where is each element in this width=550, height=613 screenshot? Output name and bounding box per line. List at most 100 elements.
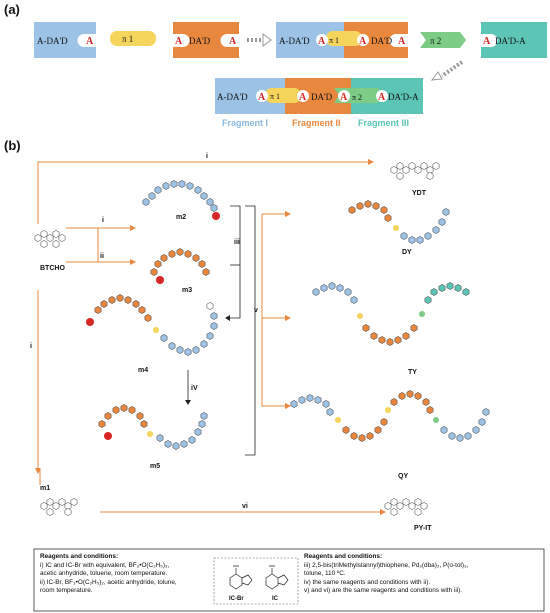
m4-blue xyxy=(176,346,184,354)
reaction-arrows xyxy=(37,161,380,513)
m4-orange xyxy=(100,300,108,308)
pyit-core xyxy=(396,502,404,510)
step-iii: iii xyxy=(234,239,240,246)
qy-blue-2 xyxy=(448,432,456,440)
qy-blue-2 xyxy=(482,408,490,416)
svg-text:A: A xyxy=(483,36,491,47)
dy-orange xyxy=(384,214,392,222)
svg-text:π 1: π 1 xyxy=(122,34,133,44)
dy-blue xyxy=(416,236,424,244)
qy-blue-1 xyxy=(306,394,314,402)
thiophene-marker xyxy=(147,431,153,437)
m1-core xyxy=(40,502,48,510)
m2-core xyxy=(142,198,150,206)
label-pyit: PY-IT xyxy=(414,525,432,532)
reagents-box xyxy=(33,548,545,612)
m1-core xyxy=(70,498,78,506)
ty-teal xyxy=(424,296,432,304)
step-iv: iV xyxy=(191,385,198,392)
qy-blue-2 xyxy=(478,418,486,426)
m4-orange xyxy=(94,306,102,314)
fragment-2-label: Fragment II xyxy=(292,118,341,128)
dy-orange xyxy=(372,202,380,210)
svg-text:A: A xyxy=(359,36,367,47)
ydt-core xyxy=(396,172,404,180)
pyit-core xyxy=(408,502,416,510)
qy-orange-1 xyxy=(342,426,350,434)
m3-core xyxy=(198,260,206,268)
ic-label: IC xyxy=(272,596,279,602)
m2-core xyxy=(206,198,214,206)
pyit-core xyxy=(414,508,422,516)
bromine-marker xyxy=(104,432,112,440)
qy-orange-2 xyxy=(414,392,422,400)
svg-text:A: A xyxy=(175,36,183,47)
reagent-line: iv) the same reagents and conditions wit… xyxy=(304,578,431,586)
ydt-core xyxy=(414,166,422,174)
step-v: v xyxy=(254,307,258,314)
m2-core xyxy=(178,180,186,188)
ydt-core xyxy=(396,162,404,170)
label-ydt: YDT xyxy=(412,190,427,197)
m5-orange xyxy=(120,404,128,412)
btcho-core xyxy=(40,230,48,238)
label-m5: m5 xyxy=(150,463,160,470)
qy-orange-2 xyxy=(426,406,434,414)
btcho-core xyxy=(46,234,54,242)
m5-orange xyxy=(112,406,120,414)
m2-core xyxy=(210,204,218,212)
qy-blue-1 xyxy=(326,408,334,416)
m2-core xyxy=(148,192,156,200)
svg-text:π 2: π 2 xyxy=(352,93,362,102)
m3-core xyxy=(154,260,162,268)
block-combined-1: A-DA'D A π 1 A DA'D A xyxy=(276,22,408,58)
ty-orange xyxy=(386,338,394,346)
reagent-line: tolune, 110 ºC. xyxy=(304,570,346,578)
m4-orange xyxy=(132,300,140,308)
ydt-core xyxy=(426,172,434,180)
label-m4: m4 xyxy=(138,367,148,374)
qy-blue-1 xyxy=(298,396,306,404)
m3-core xyxy=(202,268,210,276)
m4-orange xyxy=(124,296,132,304)
ty-blue-left xyxy=(336,284,344,292)
m4-blue xyxy=(210,322,218,330)
qy-orange-2 xyxy=(406,390,414,398)
ty-orange xyxy=(394,336,402,344)
m4-blue xyxy=(160,334,168,342)
ty-blue-left xyxy=(320,284,328,292)
svg-text:DA'D-A: DA'D-A xyxy=(388,92,419,102)
m3-core xyxy=(192,254,200,262)
dy-blue xyxy=(424,232,432,240)
m3-core xyxy=(184,250,192,258)
m1-core xyxy=(58,498,66,506)
qy-blue-2 xyxy=(456,434,464,442)
dy-blue xyxy=(442,208,450,216)
m5-blue xyxy=(156,434,164,442)
m4-blue xyxy=(206,302,214,310)
m3-core xyxy=(160,254,168,262)
btcho-core xyxy=(40,240,48,248)
pyit-core xyxy=(414,498,422,506)
ty-orange xyxy=(378,336,386,344)
step-vi: vi xyxy=(242,503,248,510)
svg-text:A: A xyxy=(378,92,386,103)
m5-blue xyxy=(194,428,202,436)
m1-core xyxy=(46,498,54,506)
block-da-a: A DA'D-A xyxy=(481,22,547,58)
ty-teal xyxy=(462,288,470,296)
m5-blue xyxy=(188,436,196,444)
qy-blue-2 xyxy=(440,426,448,434)
m4-blue xyxy=(192,346,200,354)
m4-orange xyxy=(144,314,152,322)
dashed-arrow-1 xyxy=(247,33,272,47)
label-ty: TY xyxy=(408,369,417,376)
bracket-arrows xyxy=(187,205,256,456)
reagents-right: Reagents and conditions: iii) 2,5-bis(tr… xyxy=(304,553,542,596)
bromine-marker xyxy=(156,276,164,284)
qy-blue-1 xyxy=(290,400,298,408)
bromine-marker xyxy=(86,318,94,326)
qy-orange-1 xyxy=(358,434,366,442)
btcho-core xyxy=(58,234,66,242)
step-i-m2: i xyxy=(102,217,104,224)
